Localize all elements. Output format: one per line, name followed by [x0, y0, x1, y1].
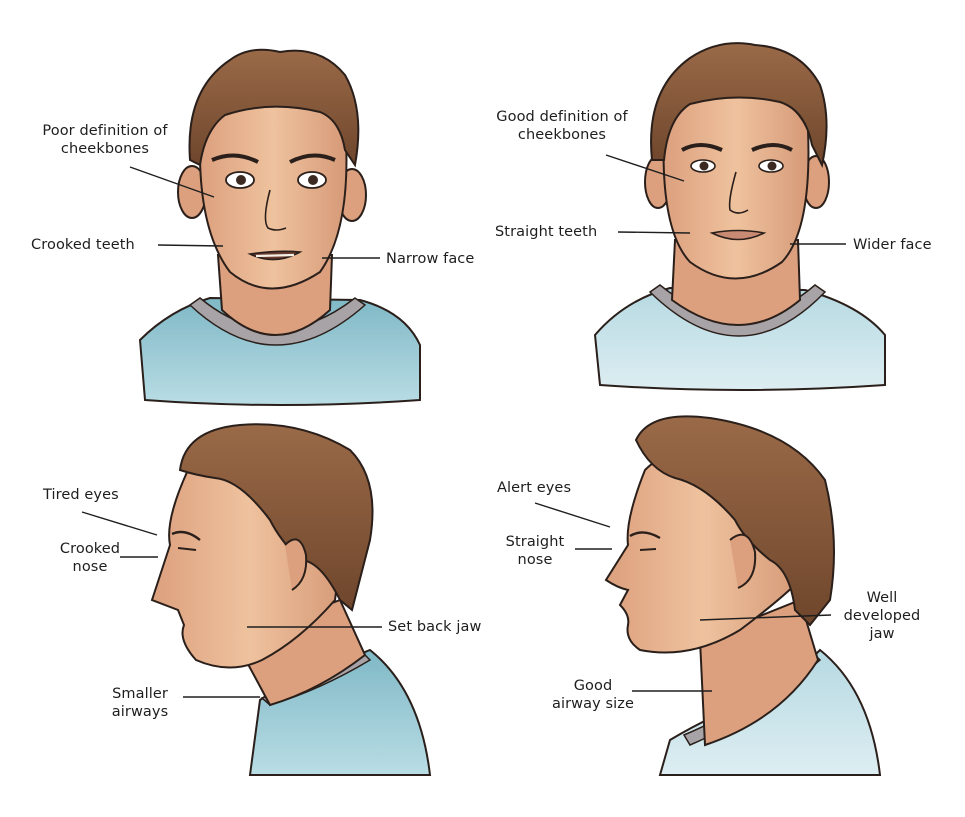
front-face-good-illustration — [593, 42, 886, 391]
label-straight-nose-line2: nose — [517, 552, 553, 568]
label-straight-nose: Straight nose — [495, 533, 575, 569]
label-good-airway-line2: airway size — [551, 696, 635, 712]
label-alert-eyes: Alert eyes — [497, 480, 572, 496]
leader-tired-eyes — [81, 511, 158, 536]
leader-alert-eyes — [534, 502, 611, 528]
label-good-airway: Good airway size — [538, 677, 648, 713]
label-wider-face: Wider face — [853, 237, 932, 253]
label-crooked-nose-line2: nose — [72, 559, 108, 575]
profile-face-good-illustration — [604, 415, 882, 776]
label-crooked-teeth: Crooked teeth — [31, 237, 135, 253]
leader-well-developed-jaw — [699, 614, 832, 621]
label-set-back-jaw: Set back jaw — [388, 619, 482, 635]
leader-poor-cheekbones — [129, 166, 215, 198]
label-smaller-airways-line1: Smaller — [112, 686, 168, 702]
leader-crooked-teeth — [157, 244, 224, 247]
label-well-developed-jaw: Well developed jaw — [832, 589, 932, 643]
profile-face-poor-illustration — [150, 423, 432, 776]
leader-lines — [81, 154, 846, 698]
label-crooked-nose-line1: Crooked — [59, 541, 121, 557]
label-straight-nose-line1: Straight — [505, 534, 565, 550]
label-tired-eyes: Tired eyes — [43, 487, 119, 503]
label-poor-cheekbones: Poor definition of cheekbones — [20, 122, 190, 158]
leader-good-cheekbones — [605, 154, 685, 182]
front-face-poor-illustration — [138, 48, 421, 406]
label-crooked-nose: Crooked nose — [50, 540, 130, 576]
label-poor-cheekbones-line1: Poor definition of — [42, 123, 168, 139]
label-smaller-airways: Smaller airways — [100, 685, 180, 721]
label-good-cheekbones: Good definition of cheekbones — [477, 108, 647, 144]
label-good-cheekbones-line1: Good definition of — [496, 109, 628, 125]
label-poor-cheekbones-line2: cheekbones — [60, 141, 150, 157]
label-straight-teeth: Straight teeth — [495, 224, 598, 240]
leader-straight-teeth — [617, 231, 691, 234]
label-good-airway-line1: Good — [573, 678, 613, 694]
label-narrow-face: Narrow face — [386, 251, 475, 267]
label-smaller-airways-line2: airways — [111, 704, 169, 720]
label-well-developed-jaw-line3: jaw — [869, 626, 895, 642]
label-good-cheekbones-line2: cheekbones — [517, 127, 607, 143]
label-well-developed-jaw-line1: Well — [866, 590, 898, 606]
label-well-developed-jaw-line2: developed — [843, 608, 921, 624]
